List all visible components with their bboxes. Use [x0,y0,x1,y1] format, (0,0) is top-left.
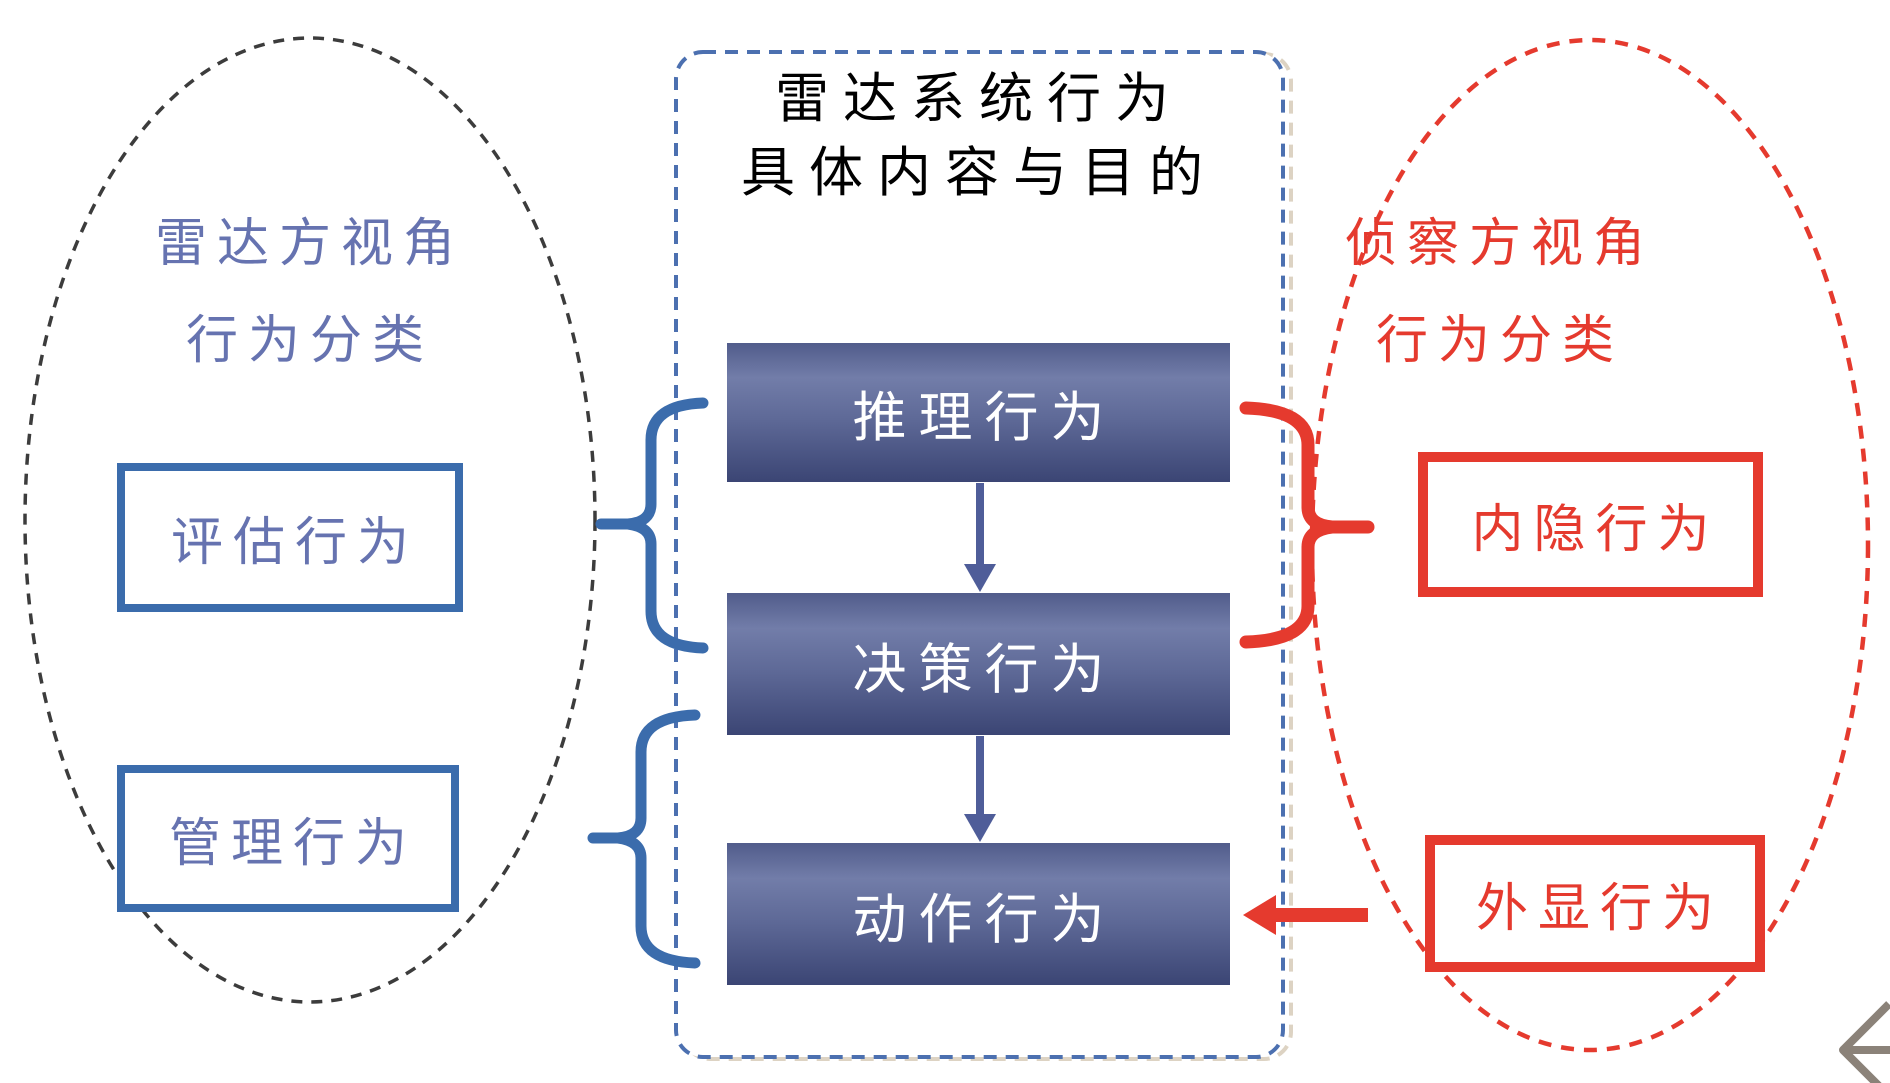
action-behavior-box: 动作行为 [727,843,1230,985]
radar-side-label: 雷达方视角 行为分类 [55,196,565,390]
panel-title-line1: 雷达系统行为 [775,69,1183,129]
management-behavior-box: 管理行为 [117,765,459,912]
evaluation-behavior-box: 评估行为 [117,463,463,612]
reasoning-behavior-box: 推理行为 [727,343,1230,482]
radar-side-ellipse [23,36,597,1004]
decision-behavior-box: 决策行为 [727,593,1230,735]
implicit-behavior-box: 内隐行为 [1418,452,1763,597]
radar-side-label-line2: 行为分类 [185,313,434,370]
recon-side-ellipse [1309,37,1871,1053]
reasoning-behavior-label: 推理行为 [852,388,1117,448]
decision-behavior-label: 决策行为 [852,639,1117,700]
evaluation-behavior-label: 评估行为 [170,515,419,572]
panel-title-line2: 具体内容与目的 [741,143,1217,203]
recon-side-label: 侦察方视角 行为分类 [1245,196,1755,390]
recon-side-label-line2: 行为分类 [1375,313,1624,370]
explicit-behavior-label: 外显行为 [1475,881,1724,938]
radar-side-label-line1: 雷达方视角 [154,216,465,273]
action-behavior-label: 动作行为 [852,889,1117,950]
implicit-behavior-label: 内隐行为 [1471,502,1720,559]
recon-side-label-line1: 侦察方视角 [1344,216,1655,273]
management-behavior-label: 管理行为 [168,816,417,873]
explicit-behavior-box: 外显行为 [1425,835,1765,972]
panel-title: 雷达系统行为 具体内容与目的 [675,62,1283,210]
